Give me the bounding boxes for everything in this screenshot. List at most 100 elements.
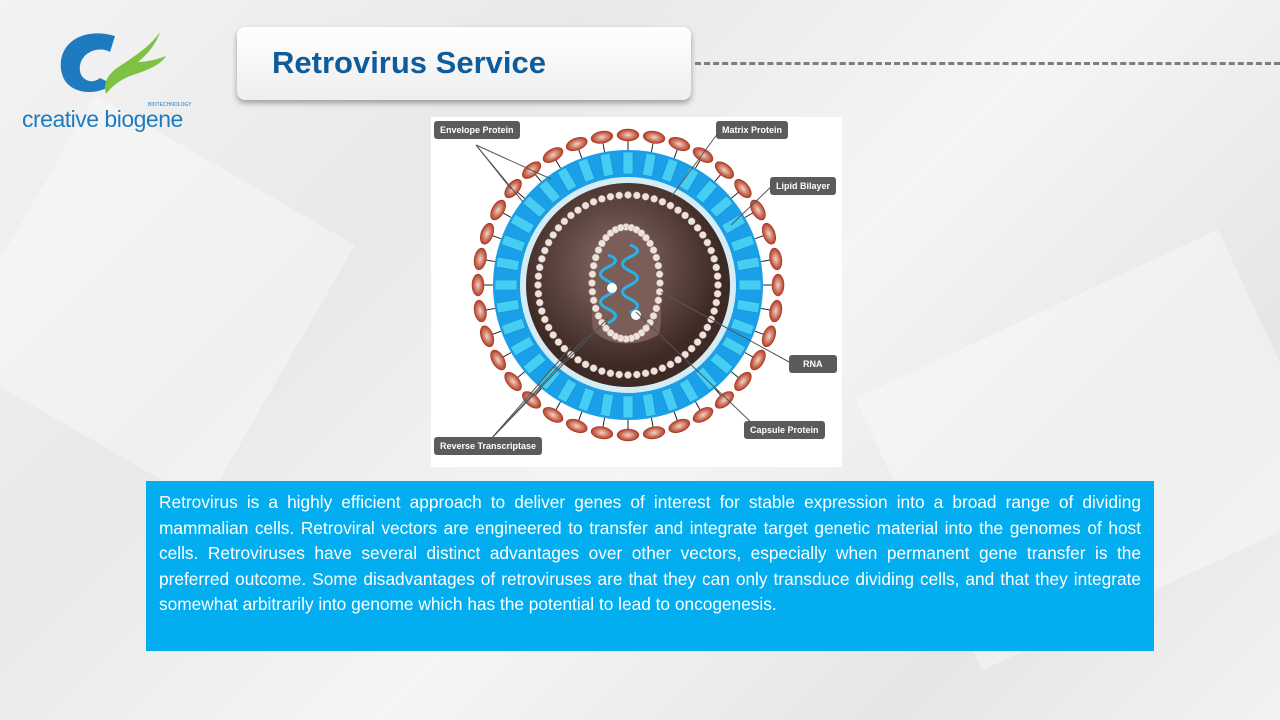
logo-text: creative biogene [22,106,183,132]
matrix-protein-bead [703,238,712,247]
matrix-protein-bead [589,364,598,372]
membrane-protein [642,393,657,418]
capsule-protein-bead [655,287,664,296]
envelope-protein [771,273,785,297]
capsule-protein-bead [594,246,603,254]
membrane-protein [500,317,526,336]
envelope-protein [471,273,485,297]
background-facet [0,95,355,505]
reverse-transcriptase [607,283,617,293]
description-box: Retrovirus is a highly efficient approac… [146,481,1154,651]
envelope-protein [490,199,506,221]
envelope-protein [616,128,640,142]
capsule-protein-bead [602,324,610,333]
matrix-protein-bead [541,246,549,255]
envelope-protein [590,426,614,440]
matrix-protein-bead [544,323,553,332]
capsule-protein-bead [591,304,600,313]
leader-line [490,316,610,440]
matrix-protein-bead [687,217,696,226]
envelope-protein [750,349,766,371]
membrane-protein [695,179,718,204]
envelope-protein [714,161,734,179]
membrane-protein [577,157,596,183]
capsule-protein-bead [642,233,650,242]
matrix-protein-bead [534,272,543,281]
matrix-protein-bead [541,315,549,324]
matrix-protein-bead [538,255,546,263]
capsule-protein-bead [652,304,661,313]
matrix-protein-bead [598,367,606,375]
membrane-protein [509,213,535,235]
matrix-protein-bead [641,369,650,378]
envelope-protein [616,428,640,442]
capsule-protein-bead [591,253,600,262]
matrix-protein-bead [710,307,718,315]
matrix-protein-bead [624,371,632,379]
matrix-protein-bead [606,192,615,201]
capsule-protein-bead [598,239,606,248]
matrix-protein-bead [658,364,667,372]
envelope-protein [522,391,542,409]
matrix-protein-bead [554,338,563,346]
membrane-protein [642,152,657,177]
capsule-protein-bead [655,270,664,279]
matrix-protein-bead [535,263,544,272]
envelope-protein [750,199,766,221]
matrix-protein-bead [650,195,658,203]
matrix-protein-bead [581,360,590,369]
envelope-protein [692,407,714,423]
leader-line [670,128,722,198]
membrane-protein [556,166,578,192]
envelope-protein [490,349,506,371]
matrix-protein-bead [549,231,558,239]
envelope-protein [769,247,783,271]
matrix-protein-bead [687,344,696,353]
matrix-protein-bead [714,281,722,289]
matrix-protein-bead [658,198,667,206]
capsule-protein-bead [637,229,646,237]
membrane-protein [500,234,526,253]
capsule-protein-bead [616,223,625,232]
capsule-protein-bead [589,296,598,305]
matrix-protein-bead [567,350,575,359]
envelope-protein [714,391,734,409]
envelope-protein [668,137,691,152]
matrix-protein-bead [581,201,590,210]
matrix-protein-bead [713,272,722,281]
capsule-protein-bead [589,261,598,270]
matrix-protein-bead [641,192,650,201]
capsule-protein-bead [602,233,610,242]
matrix-protein-bead [632,370,641,379]
matrix-protein-bead [674,206,682,215]
membrane-protein [556,378,578,404]
matrix-protein-bead [538,307,546,315]
membrane-protein [495,256,520,271]
membrane-protein [494,279,518,291]
membrane-protein [660,387,679,413]
capsule-protein-bead [598,318,606,327]
capsule-protein-bead [646,239,654,248]
matrix-protein-bead [560,217,569,226]
leader-line [660,291,792,364]
logo-tagline: BIOTECHNOLOGY [148,102,192,108]
dashed-divider [695,62,1280,65]
capsule-protein-bead [652,253,661,262]
matrix-protein-bead [712,298,721,307]
envelope-protein [542,407,564,423]
label-reverse-transcriptase: Reverse Transcriptase [434,437,543,455]
capsule-protein-bead [654,261,663,270]
envelope-protein [504,371,522,391]
envelope-protein [642,426,666,440]
matrix-protein-bead [598,195,606,203]
membrane-protein [721,213,747,235]
matrix-protein-bead [710,255,718,263]
envelope-protein [642,130,666,144]
membrane-protein [730,234,756,253]
page-title: Retrovirus Service [272,45,546,80]
membrane-protein [736,299,761,314]
membrane-protein [599,152,614,177]
matrix-protein-bead [560,344,569,353]
capsule-protein-bead [588,287,597,296]
envelope-protein [480,222,495,245]
